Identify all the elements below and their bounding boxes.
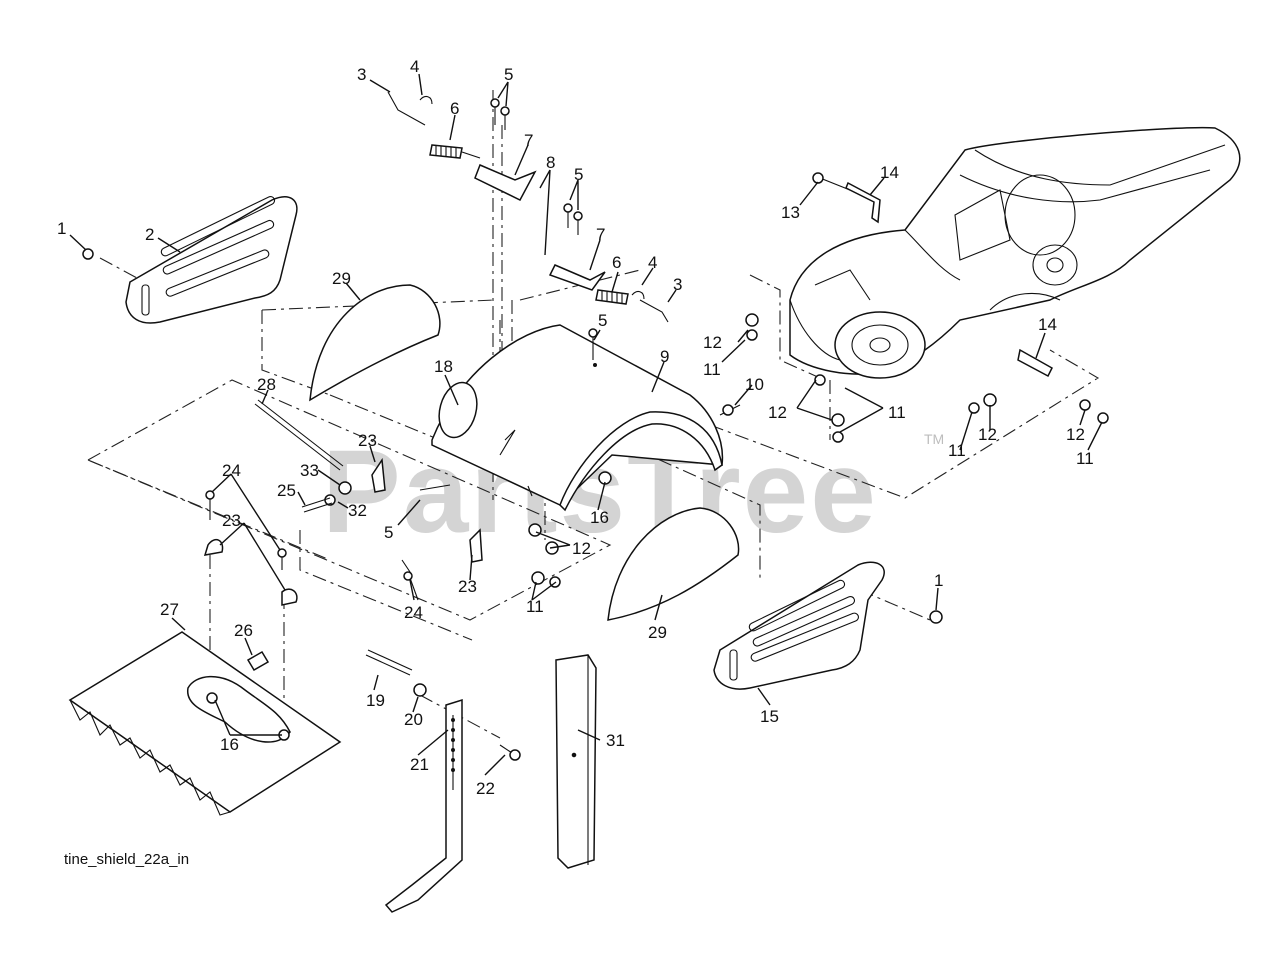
callout-1: 1 bbox=[57, 219, 66, 238]
callout-14: 14 bbox=[880, 163, 899, 182]
callout-16: 16 bbox=[590, 508, 609, 527]
rod-upper bbox=[387, 91, 426, 126]
callout-22: 22 bbox=[476, 779, 495, 798]
side-shield-lower bbox=[607, 507, 740, 621]
callout-8: 8 bbox=[546, 153, 555, 172]
callout-27: 27 bbox=[160, 600, 179, 619]
callout-5: 5 bbox=[574, 165, 583, 184]
callout-31: 31 bbox=[606, 731, 625, 750]
callout-6: 6 bbox=[612, 253, 621, 272]
callout-labels: 1 2 3 4 5 6 7 8 5 7 6 4 3 29 5 9 18 28 1… bbox=[57, 57, 1094, 798]
callout-32: 32 bbox=[348, 501, 367, 520]
callout-21: 21 bbox=[410, 755, 429, 774]
tiller-transmission-housing bbox=[789, 126, 1241, 379]
callout-5: 5 bbox=[504, 65, 513, 84]
callout-12: 12 bbox=[1066, 425, 1085, 444]
callout-11: 11 bbox=[526, 597, 544, 616]
callout-5: 5 bbox=[598, 311, 607, 330]
clip-parts bbox=[419, 95, 645, 300]
spring-upper bbox=[429, 144, 481, 159]
callout-5: 5 bbox=[384, 523, 393, 542]
diagram-caption: tine_shield_22a_in bbox=[64, 851, 189, 868]
callout-4: 4 bbox=[648, 253, 657, 272]
callout-33: 33 bbox=[300, 461, 319, 480]
callout-3: 3 bbox=[357, 65, 366, 84]
callout-23: 23 bbox=[358, 431, 377, 450]
leader-lines bbox=[69, 73, 1103, 776]
callout-13: 13 bbox=[781, 203, 800, 222]
callout-23: 23 bbox=[222, 511, 241, 530]
callout-3: 3 bbox=[673, 275, 682, 294]
depth-bar bbox=[384, 698, 463, 913]
trademark-mark: TM bbox=[924, 431, 944, 447]
side-plate-right bbox=[713, 561, 885, 690]
callout-16: 16 bbox=[220, 735, 239, 754]
callout-14: 14 bbox=[1038, 315, 1057, 334]
callout-19: 19 bbox=[366, 691, 385, 710]
callout-12: 12 bbox=[978, 425, 997, 444]
callout-2: 2 bbox=[145, 225, 154, 244]
callout-12: 12 bbox=[703, 333, 722, 352]
callout-9: 9 bbox=[660, 347, 669, 366]
callout-11: 11 bbox=[888, 403, 906, 422]
rod-lower bbox=[639, 299, 669, 323]
bolts bbox=[205, 98, 851, 761]
callout-1: 1 bbox=[934, 571, 943, 590]
callout-10: 10 bbox=[745, 375, 764, 394]
callout-12: 12 bbox=[572, 539, 591, 558]
side-shield-upper bbox=[309, 284, 441, 402]
callout-20: 20 bbox=[404, 710, 423, 729]
callout-15: 15 bbox=[760, 707, 779, 726]
tine-shield bbox=[431, 324, 724, 512]
deflector-plate bbox=[68, 631, 342, 816]
callout-25: 25 bbox=[277, 481, 296, 500]
callout-12: 12 bbox=[768, 403, 787, 422]
callout-28: 28 bbox=[257, 375, 276, 394]
side-plate-left bbox=[125, 196, 298, 324]
rods bbox=[254, 399, 516, 676]
callout-11: 11 bbox=[703, 360, 721, 379]
callout-6: 6 bbox=[450, 99, 459, 118]
callout-24: 24 bbox=[404, 603, 423, 622]
callout-29: 29 bbox=[648, 623, 667, 642]
support-post bbox=[555, 654, 597, 869]
bracket-upper bbox=[474, 164, 537, 201]
callout-29: 29 bbox=[332, 269, 351, 288]
callout-7: 7 bbox=[524, 131, 533, 150]
callout-11: 11 bbox=[1076, 449, 1094, 468]
callout-18: 18 bbox=[434, 357, 453, 376]
spring-lower bbox=[595, 289, 629, 305]
callout-26: 26 bbox=[234, 621, 253, 640]
bracket-lower bbox=[548, 264, 606, 291]
callout-4: 4 bbox=[410, 57, 419, 76]
callout-24: 24 bbox=[222, 461, 241, 480]
callout-11: 11 bbox=[948, 441, 966, 460]
callout-23: 23 bbox=[458, 577, 477, 596]
callout-7: 7 bbox=[596, 225, 605, 244]
small-brackets bbox=[203, 181, 1053, 606]
